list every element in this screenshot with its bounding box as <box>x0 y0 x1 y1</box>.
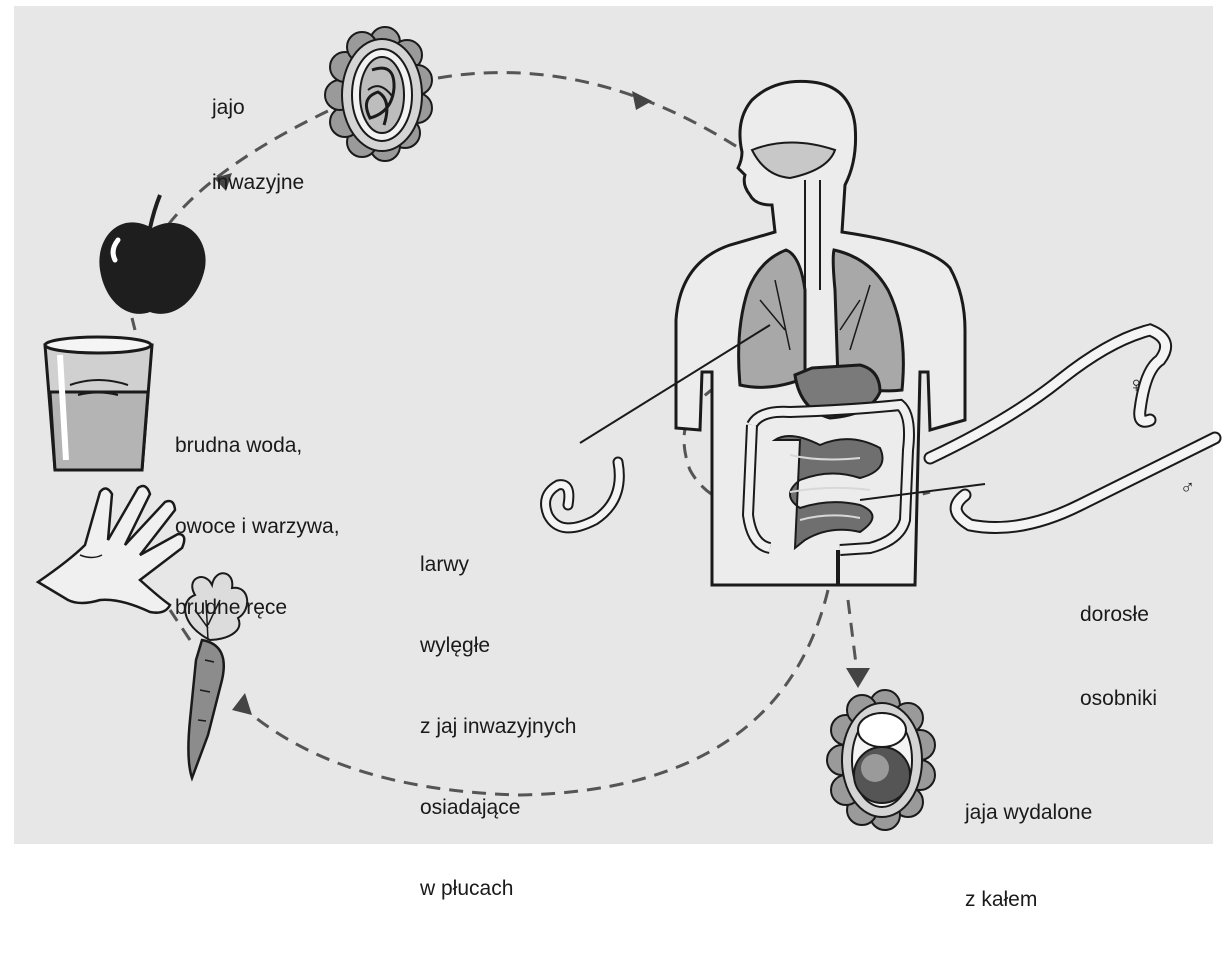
label-line: osiadające <box>420 794 576 821</box>
label-line: dorosłe <box>1080 601 1157 629</box>
label-eggs-excreted: jaja wydalone z kałem <box>965 740 1092 972</box>
male-symbol: ♂ <box>1180 476 1195 501</box>
adult-worms-icon <box>930 330 1215 528</box>
label-line: larwy <box>420 551 576 578</box>
label-line: owoce i warzywa, <box>175 513 340 540</box>
label-line: w płucach <box>420 875 576 902</box>
label-larvae: larwy wylęgłe z jaj inwazyjnych osiadają… <box>420 497 576 956</box>
label-sources: brudna woda, owoce i warzywa, brudne ręc… <box>175 378 340 675</box>
label-adults: dorosłe osobniki <box>1080 545 1157 769</box>
glass-of-water-icon <box>45 337 152 470</box>
infective-egg-icon <box>325 27 432 161</box>
label-infective-egg: jajo inwazyjne <box>212 45 304 245</box>
label-line: wylęgłe <box>420 632 576 659</box>
excreted-egg-icon <box>827 690 935 830</box>
arrow-glass-to-apple <box>132 318 135 330</box>
hand-icon <box>38 486 184 613</box>
label-line: inwazyjne <box>212 170 304 195</box>
label-line: z kałem <box>965 885 1092 914</box>
female-symbol: ♀ <box>1128 372 1145 397</box>
label-line: brudna woda, <box>175 432 340 459</box>
label-line: osobniki <box>1080 685 1157 713</box>
apple-icon <box>99 195 205 314</box>
label-line: jaja wydalone <box>965 798 1092 827</box>
label-line: jajo <box>212 95 304 120</box>
arrow-egg-to-mouth <box>438 73 742 150</box>
label-line: z jaj inwazyjnych <box>420 713 576 740</box>
human-torso-icon <box>676 81 965 585</box>
label-line: brudne ręce <box>175 594 340 621</box>
lifecycle-diagram: jajo inwazyjne brudna woda, owoce i warz… <box>0 0 1223 854</box>
